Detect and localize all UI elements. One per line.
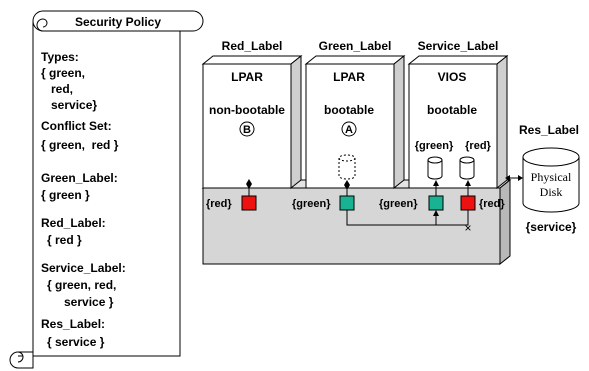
partition-boot: bootable xyxy=(324,103,374,117)
port-label-red: {red} xyxy=(479,198,505,210)
partition-boot: bootable xyxy=(427,103,477,117)
policy-conflict-line: { green, red } xyxy=(41,138,119,152)
policy-red-label-value: { red } xyxy=(47,233,82,247)
box-front xyxy=(408,63,498,189)
partition-name: LPAR xyxy=(333,70,365,84)
blocked-link xyxy=(436,210,469,226)
policy-types-heading: Types: xyxy=(41,50,79,64)
blocked-x-icon: × xyxy=(464,221,471,235)
partition-label: Red_Label xyxy=(222,39,283,53)
policy-green-label-heading: Green_Label: xyxy=(41,171,118,185)
green-link-arrow xyxy=(433,210,439,216)
disk-label-green: {green} xyxy=(415,140,454,152)
virtual-connections: × xyxy=(346,210,472,235)
box-top xyxy=(304,55,406,65)
partition-label: Green_Label xyxy=(319,39,392,53)
scroll-bottom-curl xyxy=(9,351,34,369)
partition-red-lpar: Red_Label LPAR non-bootable B {red} xyxy=(201,39,303,211)
dashed-disk-icon xyxy=(338,154,356,180)
policy-types-line-1: { green, xyxy=(41,66,85,80)
resource-type: {service} xyxy=(526,220,577,234)
cylinder-disk-icon xyxy=(522,147,580,213)
marker-circle xyxy=(239,121,255,137)
scroll-top-roll xyxy=(32,10,204,32)
partition-boot: non-bootable xyxy=(209,103,285,117)
port-label-green: {green} xyxy=(379,198,418,210)
partition-name: LPAR xyxy=(231,70,263,84)
red-port xyxy=(460,195,476,211)
box-side xyxy=(496,54,508,190)
policy-title: Security Policy xyxy=(75,15,161,29)
green-port xyxy=(339,195,355,211)
resource-name-line-1: Physical xyxy=(531,170,572,184)
scroll-top-curl xyxy=(36,18,48,32)
partition-marker: A xyxy=(345,124,353,136)
arrow-head xyxy=(465,180,471,186)
policy-res-label-heading: Res_Label: xyxy=(41,317,105,331)
connector-diamond xyxy=(246,179,252,189)
policy-types-line-3: service} xyxy=(51,98,97,112)
physical-disk-resource: Res_Label Physical Disk {service} xyxy=(505,123,580,234)
box-top xyxy=(407,55,509,65)
red-port xyxy=(241,195,257,211)
box-side xyxy=(290,54,302,190)
policy-service-label-line-2: service } xyxy=(64,295,114,309)
box-side xyxy=(393,54,405,190)
resource-label: Res_Label xyxy=(519,123,579,137)
policy-conflict-heading: Conflict Set: xyxy=(41,119,112,133)
arrow-head-right xyxy=(518,175,523,181)
policy-service-label-heading: Service_Label: xyxy=(41,261,126,275)
partition-marker: B xyxy=(243,124,251,136)
policy-red-label-heading: Red_Label: xyxy=(41,216,106,230)
port-label: {green} xyxy=(292,198,331,210)
disk-label-red: {red} xyxy=(465,140,491,152)
port-label: {red} xyxy=(206,198,232,210)
cylinder-disk-icon xyxy=(459,156,475,180)
green-link xyxy=(346,210,437,226)
green-port xyxy=(428,195,444,211)
security-policy-scroll: Security Policy Types: { green, red, ser… xyxy=(9,10,204,369)
box-top xyxy=(201,55,303,65)
connector-diamond xyxy=(344,180,350,190)
marker-circle xyxy=(341,121,357,137)
cylinder-disk-icon xyxy=(427,156,443,180)
policy-types-line-2: red, xyxy=(51,82,73,96)
partition-label: Service_Label xyxy=(418,39,499,53)
partition-green-lpar: Green_Label LPAR bootable A {green} xyxy=(292,39,406,211)
partition-vios: Service_Label VIOS bootable {green} {red… xyxy=(379,39,509,211)
policy-service-label-line-1: { green, red, xyxy=(47,278,116,292)
arrow-head-left xyxy=(505,175,510,181)
policy-green-label-value: { green } xyxy=(41,188,90,202)
partition-name: VIOS xyxy=(438,70,467,84)
platform-side xyxy=(499,178,511,266)
resource-name-line-2: Disk xyxy=(540,185,563,199)
arrow-head xyxy=(433,180,439,186)
policy-res-label-value: { service } xyxy=(47,335,105,349)
